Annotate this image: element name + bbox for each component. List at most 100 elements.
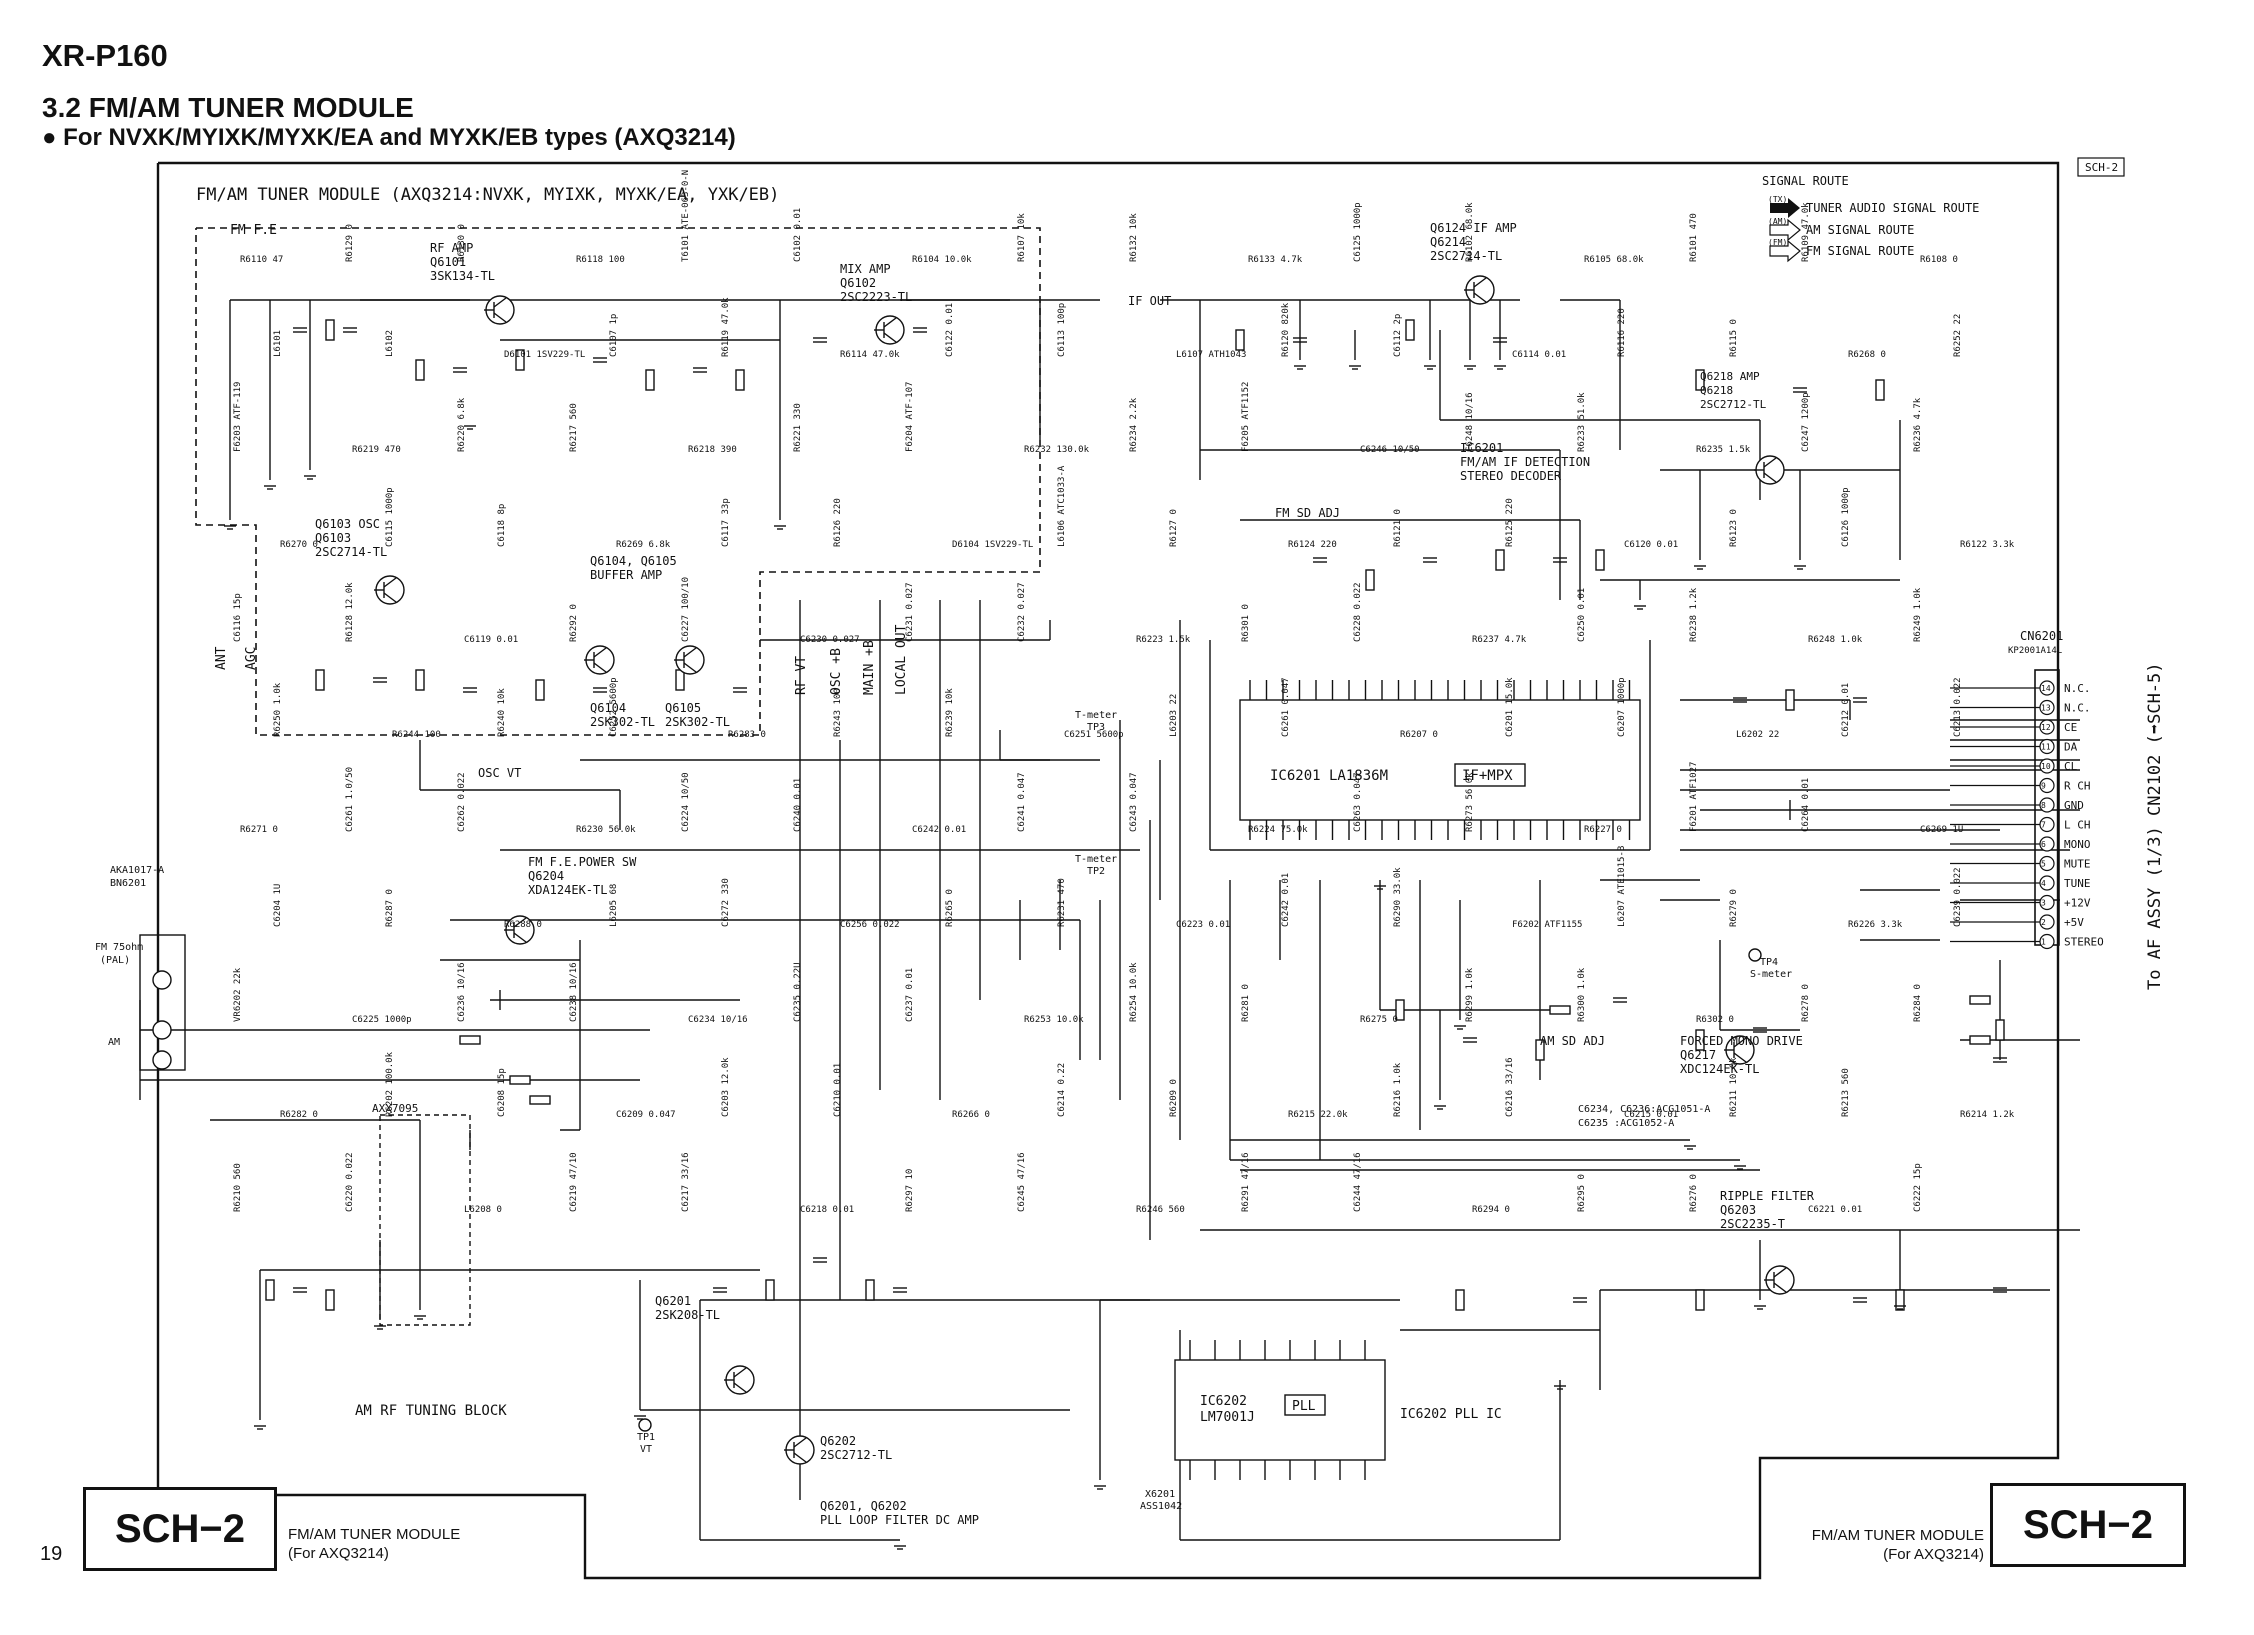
component-label: C6237 0.01 — [905, 968, 915, 1022]
component-label: C6244 47/16 — [1353, 1152, 1363, 1212]
component-label: C6251 5600p — [1064, 730, 1124, 740]
caption-right: FM/AM TUNER MODULE (For AXQ3214) — [1798, 1526, 1984, 1564]
ant-bn-label: BN6201 — [110, 878, 146, 889]
component-label: R6237 4.7k — [1472, 635, 1527, 645]
component-label: R6231 470 — [1057, 878, 1067, 927]
component-label: R6124 220 — [1288, 540, 1337, 550]
component-label: C6218 0.01 — [800, 1205, 854, 1215]
caption-left-line2: (For AXQ3214) — [288, 1545, 389, 1562]
component-label: D6104 1SV229-TL — [952, 540, 1033, 550]
block-label: Q6101 — [430, 255, 466, 269]
component-label: R6290 33.0k — [1393, 867, 1403, 927]
ant-fm-label: FM 75ohm — [95, 942, 143, 953]
component-label: C6250 0.01 — [1577, 588, 1587, 642]
connector-pin-number: 7 — [2041, 821, 2046, 830]
component-label: C6241 0.047 — [1017, 772, 1027, 832]
component-label: C6207 1000p — [1617, 677, 1627, 737]
component-label: R6115 0 — [1729, 319, 1739, 357]
component-label: C6242 0.01 — [1281, 873, 1291, 927]
component-label: F6201 ATF1027 — [1689, 762, 1699, 832]
component-label: R6270 0 — [280, 540, 318, 550]
component-label: C6262 0.022 — [457, 772, 467, 832]
block-label: IC6201 — [1460, 441, 1503, 455]
component-label: F6202 ATF1155 — [1512, 920, 1582, 930]
component-label: R6214 1.2k — [1960, 1110, 2015, 1120]
component-label: C6102 0.01 — [793, 208, 803, 262]
route-arrow-icon — [1769, 239, 1801, 263]
component-label: L6205 68 — [609, 884, 619, 927]
ic6201-chip-label: IC6201 LA1836M — [1270, 768, 1388, 784]
block-label: RF AMP — [430, 241, 473, 255]
connector-pin-number: 1 — [2041, 938, 2046, 947]
block-label: Q6204 — [528, 869, 564, 883]
component-label: R6236 4.7k — [1913, 397, 1923, 452]
block-label: 2SC2712-TL — [820, 1448, 892, 1462]
bus-label: LOCAL OUT — [894, 624, 909, 695]
component-label: R6238 1.2k — [1689, 587, 1699, 642]
component-label: R6268 0 — [1848, 350, 1886, 360]
bus-label: ANT — [214, 646, 229, 670]
route-arrow-icon — [1769, 218, 1801, 242]
component-label: C6204 1U — [273, 884, 283, 927]
xtal-part: ASS1042 — [1140, 1501, 1182, 1512]
connector-pin-number: 3 — [2041, 899, 2046, 908]
block-label: Q6218 — [1700, 384, 1733, 397]
route-label-fm: FM SIGNAL ROUTE — [1806, 244, 1914, 258]
block-label: Q6104 — [590, 701, 626, 715]
component-label: R6273 56.0k — [1465, 772, 1475, 832]
component-label: R6240 10k — [497, 688, 507, 737]
connector-part: KP2001A14L — [2008, 646, 2062, 656]
component-label: C6209 0.047 — [616, 1110, 676, 1120]
block-label: STEREO DECODER — [1460, 469, 1562, 483]
component-label: R6278 0 — [1801, 984, 1811, 1022]
connector-pin-number: 10 — [2041, 762, 2051, 771]
wiring — [139, 299, 2080, 1541]
component-label: C6208 15p — [497, 1068, 507, 1117]
component-label: R6118 100 — [576, 255, 625, 265]
component-label: C6225 1000p — [352, 1015, 412, 1025]
connector-pin-label: GND — [2064, 799, 2084, 812]
block-label: 2SC2235-T — [1720, 1217, 1785, 1231]
tmeter2-label: T-meter — [1075, 854, 1117, 865]
component-label: C6264 0.01 — [1801, 778, 1811, 832]
ant-part: AKA1017-A — [110, 865, 164, 876]
component-label: R6248 1.0k — [1808, 635, 1863, 645]
block-label: Q6102 — [840, 276, 876, 290]
component-label: R6281 0 — [1241, 984, 1251, 1022]
component-label: R6123 0 — [1729, 509, 1739, 547]
component-label: C6231 0.027 — [905, 582, 915, 642]
component-label: C6234 10/16 — [688, 1015, 748, 1025]
component-label: R6282 0 — [280, 1110, 318, 1120]
component-label: R6202 100.0k — [385, 1051, 395, 1117]
block-label: Q6201 — [655, 1294, 691, 1308]
connector-pin-label: DA — [2064, 741, 2078, 754]
connector-pin-number: 13 — [2041, 704, 2051, 713]
block-label: Q6124 IF AMP — [1430, 221, 1517, 235]
component-label: R6227 0 — [1584, 825, 1622, 835]
component-label: R6301 0 — [1241, 604, 1251, 642]
component-label: R6300 1.0k — [1577, 967, 1587, 1022]
component-label: R6284 0 — [1913, 984, 1923, 1022]
smeter-tp: TP4 — [1760, 957, 1778, 968]
component-label: C6216 33/16 — [1505, 1057, 1515, 1117]
component-label: R6216 1.0k — [1393, 1062, 1403, 1117]
component-label: C6120 0.01 — [1624, 540, 1678, 550]
component-label: R6133 4.7k — [1248, 255, 1303, 265]
component-label: C6126 1000p — [1841, 487, 1851, 547]
component-label: R6101 470 — [1689, 213, 1699, 262]
block-label: 2SC2712-TL — [1700, 398, 1767, 411]
block-label: XDC124EK-TL — [1680, 1062, 1759, 1076]
component-label: R6276 0 — [1689, 1174, 1699, 1212]
component-label: R6239 10k — [945, 688, 955, 737]
component-label: R6114 47.0k — [840, 350, 900, 360]
sheet-tag: SCH-2 — [2085, 161, 2118, 174]
component-label: R6283 0 — [728, 730, 766, 740]
component-label: R6110 47 — [240, 255, 283, 265]
component-label: R6235 1.5k — [1696, 445, 1751, 455]
component-label: C6247 1200p — [1801, 392, 1811, 452]
component-label: C6272 330 — [721, 878, 731, 927]
connector-pin-number: 9 — [2041, 782, 2046, 791]
connector-pin-label: L CH — [2064, 819, 2091, 832]
